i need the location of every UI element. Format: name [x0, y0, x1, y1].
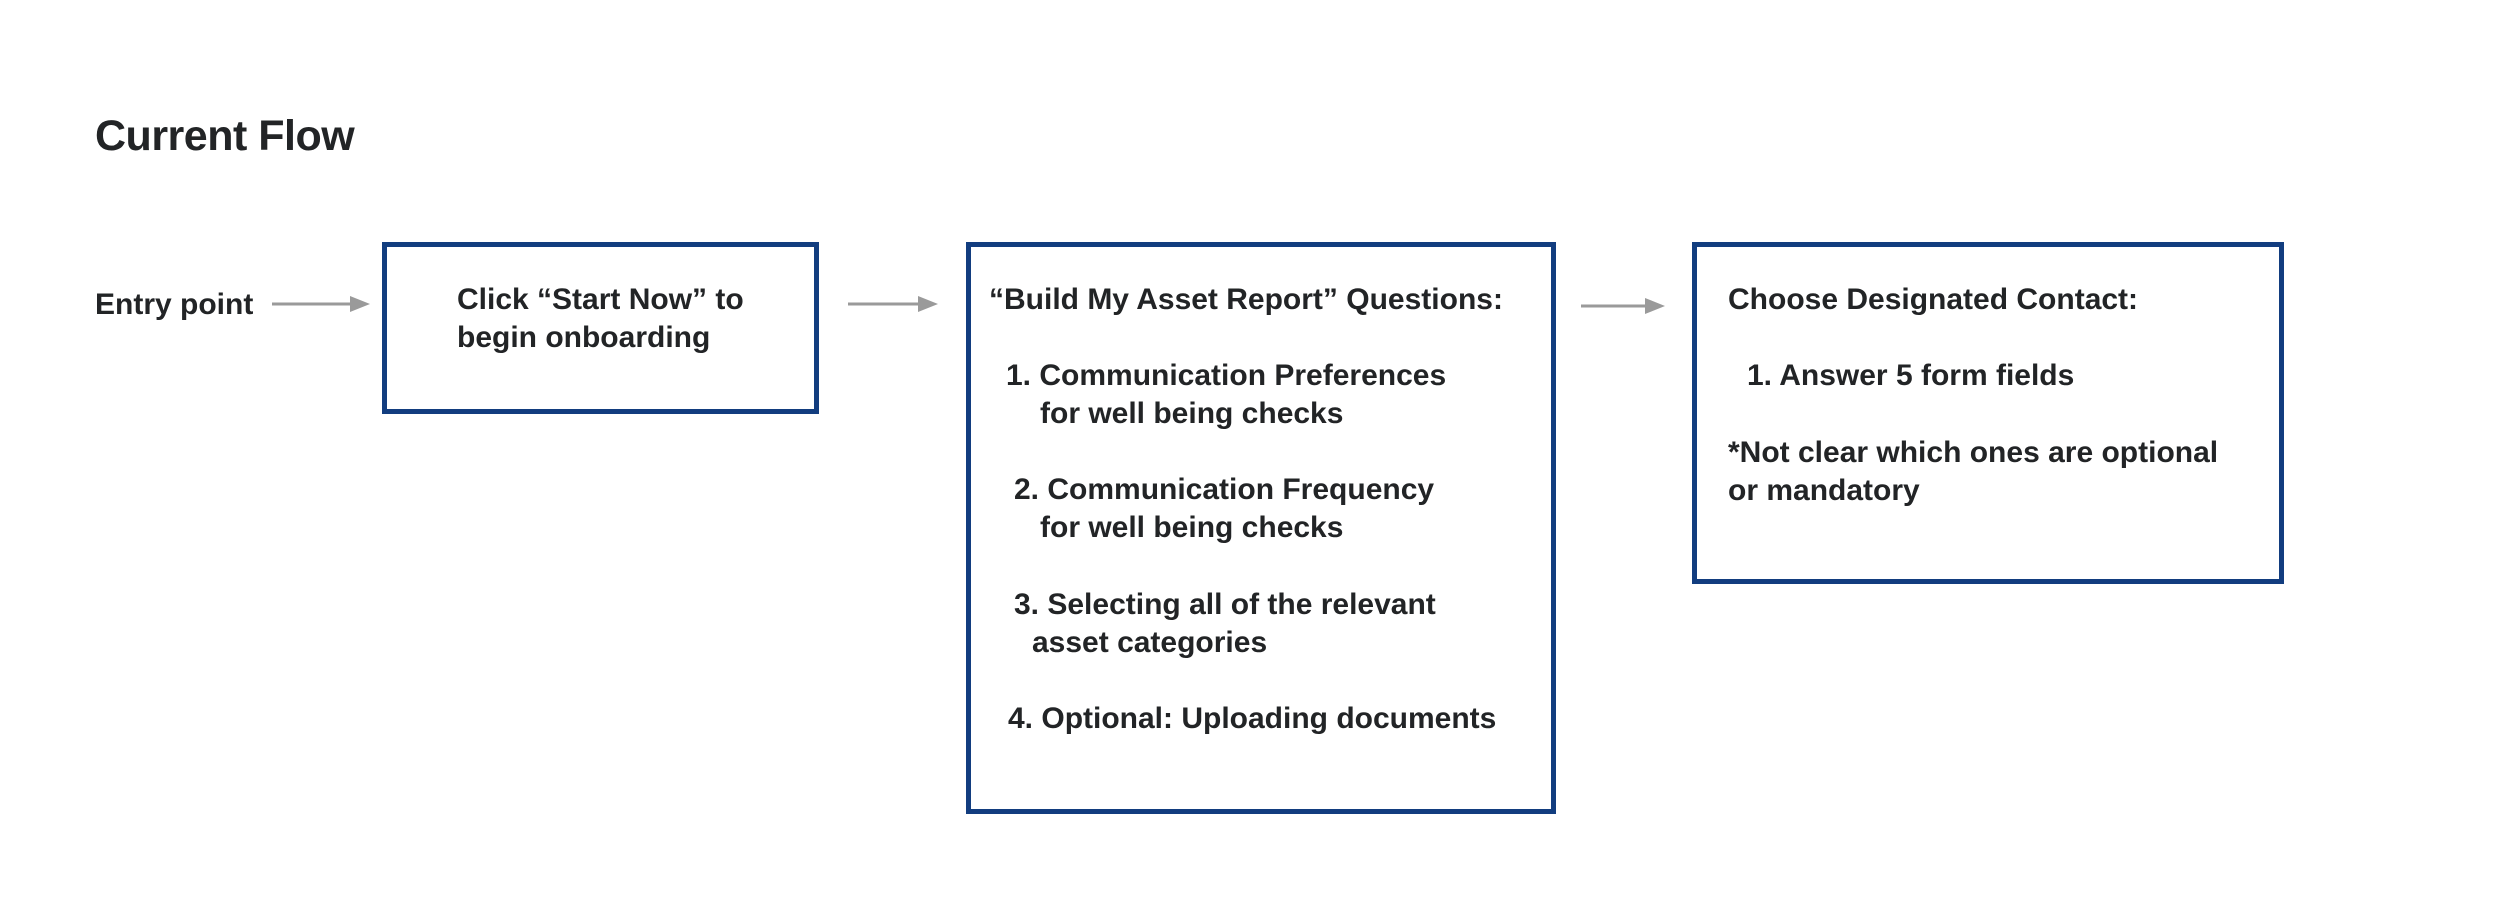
designated-contact-item-1: 1. Answer 5 form fields [1747, 359, 2075, 392]
asset-report-questions-box [966, 242, 1556, 814]
designated-contact-heading: Choose Designated Contact: [1728, 283, 2139, 316]
start-now-line1: Click “Start Now” to [457, 283, 744, 316]
page-title: Current Flow [95, 112, 355, 160]
start-now-box [382, 242, 819, 414]
designated-contact-note-line2: or mandatory [1728, 474, 1920, 507]
arrow-entry-to-start [272, 294, 370, 314]
question-1-line1: 1. Communication Preferences [1006, 359, 1447, 392]
question-2-line2: for well being checks [1040, 511, 1344, 544]
start-now-line2: begin onboarding [457, 321, 711, 354]
asset-report-heading: “Build My Asset Report” Questions: [989, 283, 1503, 316]
question-4-line1: 4. Optional: Uploading documents [1008, 702, 1497, 735]
question-2-line1: 2. Communication Frequency [1014, 473, 1435, 506]
designated-contact-note-line1: *Not clear which ones are optional [1728, 436, 2219, 469]
question-3-line1: 3. Selecting all of the relevant [1014, 588, 1436, 621]
entry-point-label: Entry point [95, 288, 254, 321]
question-1-line2: for well being checks [1040, 397, 1344, 430]
designated-contact-box [1692, 242, 2284, 584]
arrow-start-to-questions [848, 294, 938, 314]
arrow-questions-to-contact [1581, 296, 1665, 316]
question-3-line2: asset categories [1032, 626, 1268, 659]
